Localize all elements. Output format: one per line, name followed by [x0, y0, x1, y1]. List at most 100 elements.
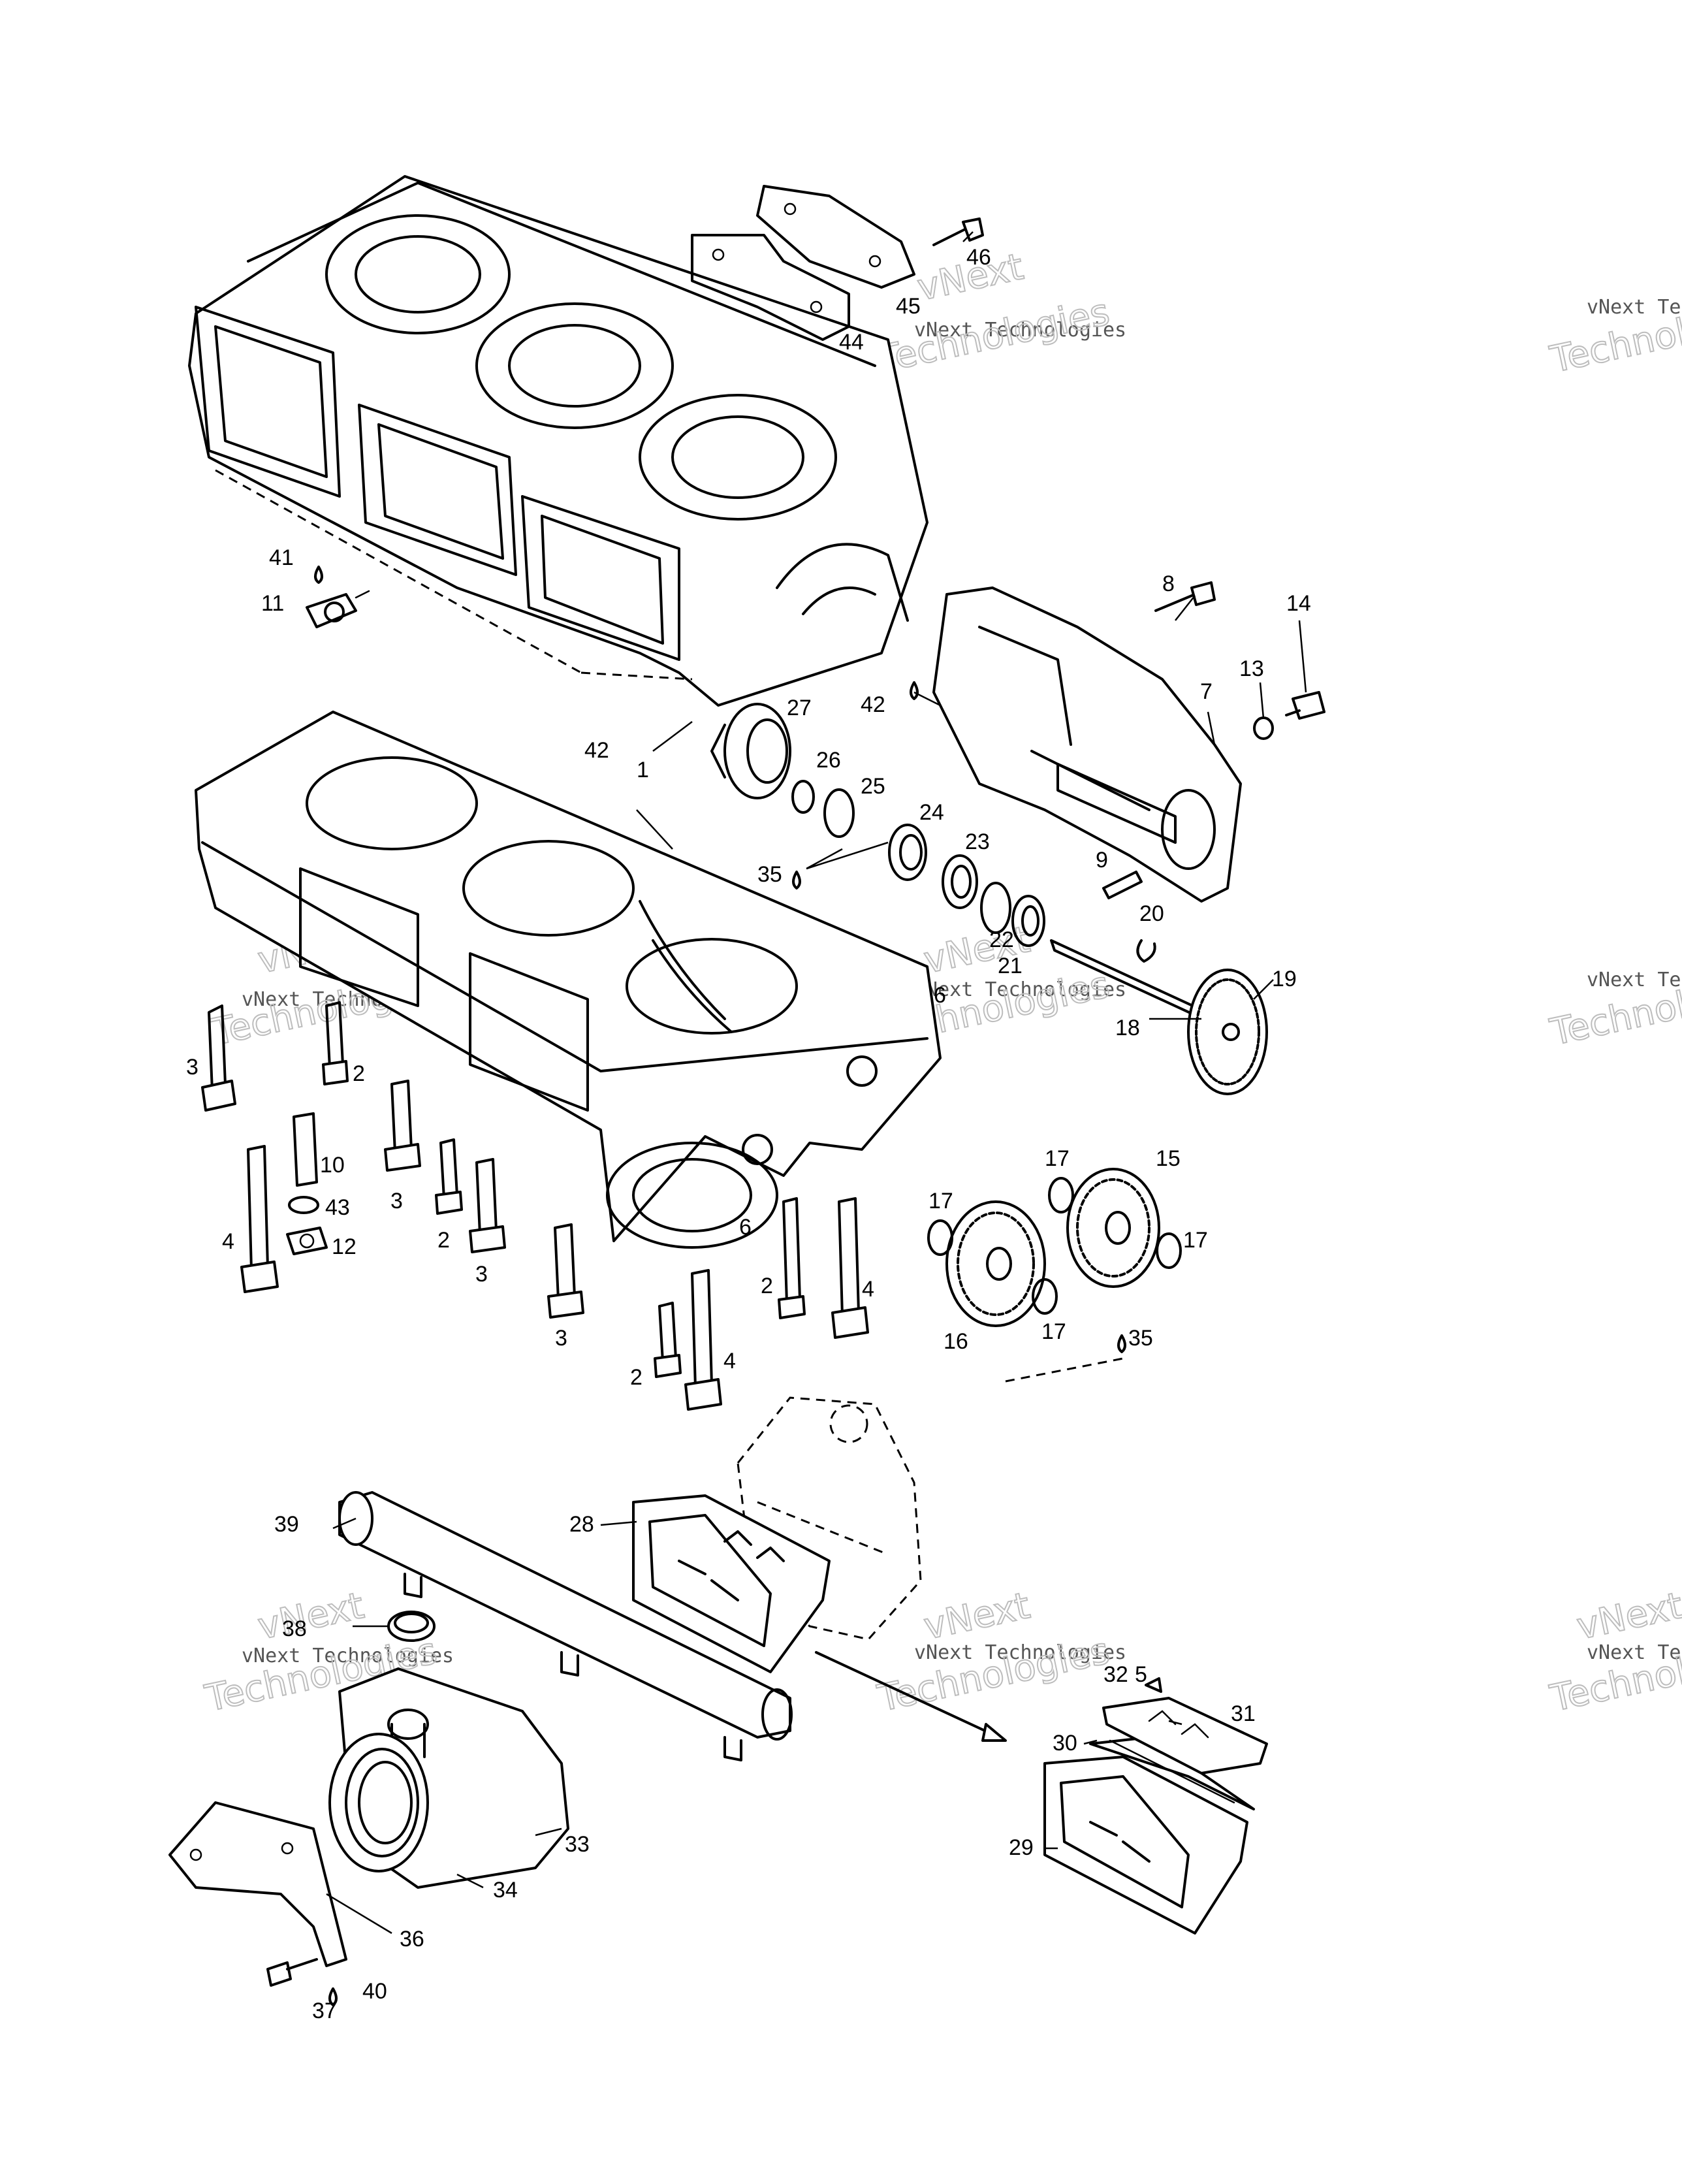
callout-42-pump: 42: [861, 692, 885, 717]
bearing-21: [1011, 895, 1045, 947]
assembly-arrow: [815, 1651, 1000, 1739]
callout-17-a: 17: [1045, 1146, 1070, 1171]
callout-15: 15: [1156, 1146, 1181, 1171]
screw-8: [1154, 581, 1216, 612]
callout-35-lower: 35: [1128, 1326, 1153, 1351]
callout-labels: 46 45 44 41 11 8 13 14 7 42 27 42 1 26 2…: [186, 245, 1311, 2023]
callout-3-lower: 3: [555, 1326, 567, 1351]
gear-15: [1066, 1168, 1160, 1288]
bracket-36: [168, 1801, 347, 1967]
intake-flange-34: [328, 1733, 429, 1872]
reed-block-outline: [737, 1396, 922, 1641]
watermark-text: vNext: [254, 1584, 368, 1648]
stud-2-right: [778, 1197, 806, 1319]
screw-46: [932, 217, 984, 246]
callout-38: 38: [282, 1616, 307, 1641]
fitting-11: [306, 590, 370, 628]
callout-14: 14: [1286, 591, 1311, 616]
callout-7: 7: [1200, 679, 1213, 704]
washer-17c: [1156, 1232, 1182, 1269]
sealant-drop-35-upper: [792, 871, 801, 890]
callout-3-mid: 3: [390, 1189, 403, 1213]
watermark-text: vNext Technologies: [914, 319, 1126, 342]
stud-2-mid: [435, 1138, 463, 1215]
callout-23: 23: [965, 829, 990, 854]
bolt-3-lower: [547, 1223, 584, 1319]
stopper-31: [1102, 1697, 1268, 1774]
washer-26: [791, 780, 815, 814]
sealant-drop-35-lower: [1117, 1334, 1126, 1353]
callout-13: 13: [1239, 656, 1264, 681]
callout-17-b: 17: [928, 1189, 953, 1213]
callout-21: 21: [998, 954, 1023, 978]
callout-3-left: 3: [186, 1055, 198, 1080]
callout-22: 22: [989, 927, 1014, 952]
long-bolt-4-left: [240, 1145, 279, 1293]
callout-8: 8: [1162, 571, 1175, 596]
nut-12: [286, 1227, 328, 1255]
stud-2-left: [322, 1001, 349, 1085]
callout-43: 43: [325, 1195, 350, 1220]
callout-34: 34: [493, 1878, 518, 1903]
sleeve-10: [293, 1112, 318, 1187]
callout-30: 30: [1053, 1731, 1077, 1756]
seal-23: [942, 854, 978, 909]
washer-17b: [1048, 1177, 1074, 1213]
reed-petal-30: [1089, 1736, 1255, 1810]
callout-16: 16: [944, 1329, 968, 1354]
seal-25: [823, 788, 855, 838]
callout-10: 10: [320, 1153, 345, 1178]
callout-5: 5: [1135, 1662, 1147, 1687]
watermark-text: vNext Technologies: [1587, 969, 1682, 991]
callout-3-mid2: 3: [475, 1262, 488, 1287]
callout-18: 18: [1115, 1016, 1140, 1040]
long-bolt-4-right: [831, 1197, 869, 1339]
callout-35-upper: 35: [757, 862, 782, 887]
callout-31: 31: [1231, 1701, 1256, 1726]
pin-9: [1102, 871, 1143, 899]
impeller-27: [710, 703, 791, 799]
washer-17d: [1032, 1278, 1058, 1315]
watermark-text: vNext Technologies: [914, 1641, 1126, 1664]
callout-6-upper: 6: [934, 983, 946, 1008]
callout-40: 40: [362, 1979, 387, 2004]
callout-2-mid: 2: [437, 1228, 450, 1253]
watermark-text: vNext Technologies: [914, 978, 1126, 1001]
watermark-text: vNext Technologies: [242, 1645, 454, 1667]
watermark-text: vNext Technologies: [1587, 296, 1682, 319]
watermark-text: vNext Technologies: [1587, 1641, 1682, 1664]
bolt-3-mid: [384, 1080, 421, 1172]
callout-36: 36: [400, 1927, 424, 1951]
reed-valve-29: [1043, 1756, 1248, 1935]
screw-14: [1285, 691, 1325, 720]
callout-2-right: 2: [761, 1274, 773, 1298]
callout-6-lower: 6: [739, 1215, 752, 1240]
callout-28: 28: [569, 1512, 594, 1537]
callout-24: 24: [919, 800, 944, 825]
watermark-text: vNext: [1573, 1584, 1682, 1648]
callout-9: 9: [1096, 848, 1108, 873]
stud-2-lower: [654, 1302, 682, 1378]
callout-17-d: 17: [1041, 1319, 1066, 1344]
bolt-3-left: [201, 1004, 236, 1112]
sealant-drop-42: [910, 681, 919, 700]
watermark-text: vNext: [920, 1584, 1034, 1648]
sealant-drop-40: [328, 1987, 338, 2006]
callout-26: 26: [816, 748, 841, 773]
upper-crankcase: [188, 175, 928, 707]
callout-2-lower: 2: [630, 1365, 643, 1390]
callout-45: 45: [896, 294, 921, 319]
assembly-arrowhead: [981, 1723, 1007, 1742]
callout-39: 39: [274, 1512, 299, 1537]
long-bolt-4-lower: [684, 1269, 722, 1411]
screw-37: [266, 1958, 318, 1987]
callout-12: 12: [332, 1234, 357, 1259]
callout-2-left: 2: [353, 1061, 365, 1086]
callout-41: 41: [269, 545, 294, 570]
callout-4-right: 4: [862, 1277, 874, 1302]
leader-lines: [326, 231, 1307, 1935]
callout-42-case: 42: [584, 738, 609, 763]
sealant-drop-41: [314, 566, 323, 584]
circlip-20: [1136, 939, 1156, 963]
callout-4-left: 4: [222, 1229, 234, 1254]
